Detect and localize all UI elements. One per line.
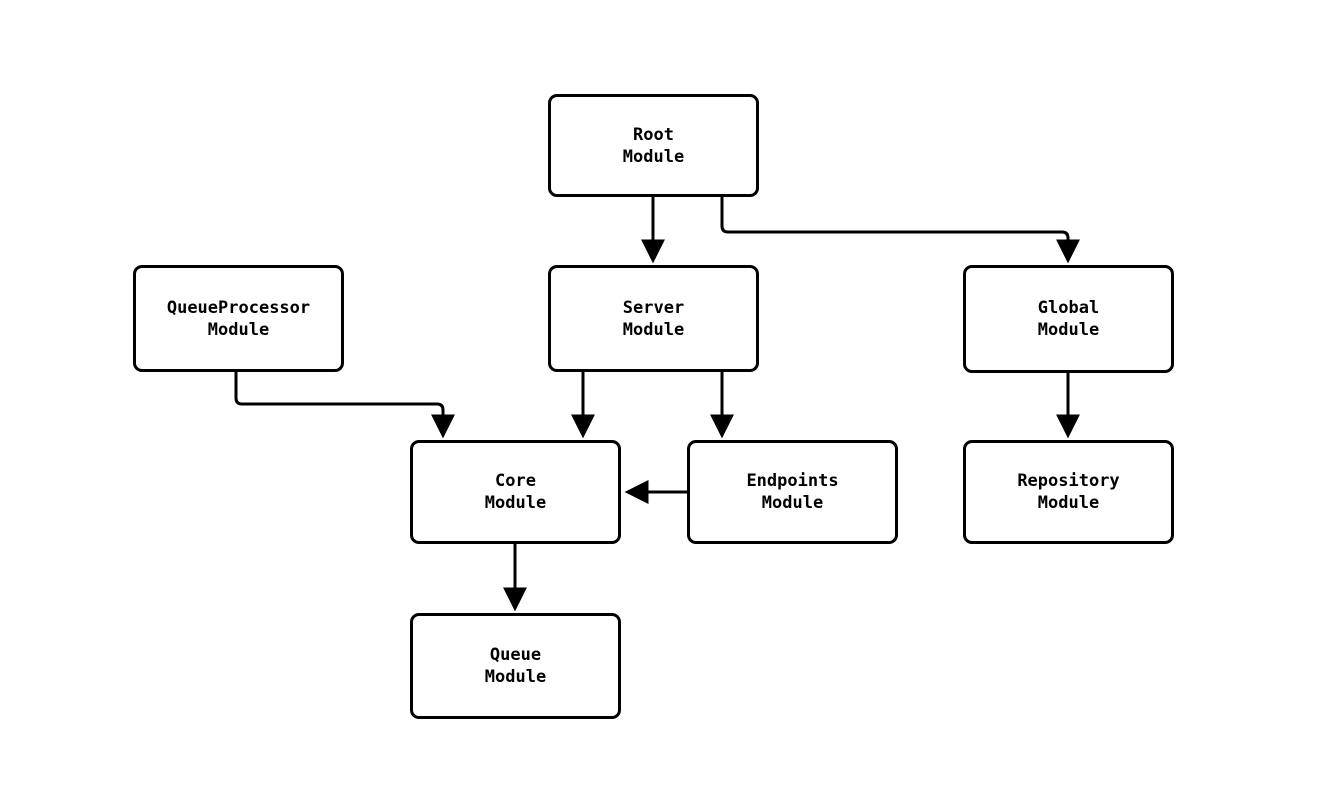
- node-root-suffix: Module: [622, 146, 685, 167]
- node-queueprocessor-name: QueueProcessor: [166, 297, 311, 318]
- edge-root-to-global: [720, 197, 1080, 264]
- node-server-suffix: Module: [622, 319, 685, 340]
- node-repository-name: Repository: [1017, 471, 1120, 491]
- node-global-name: Global: [1037, 298, 1100, 318]
- node-root-name: Root: [633, 124, 674, 145]
- node-queue-name: Queue: [489, 645, 542, 665]
- node-server-name: Server: [622, 297, 685, 318]
- node-endpoints-suffix: Module: [761, 493, 824, 513]
- node-queueprocessor-suffix: Module: [207, 319, 270, 340]
- node-global-suffix: Module: [1037, 320, 1100, 340]
- node-core-suffix: Module: [484, 493, 547, 513]
- node-endpoints-name: Endpoints: [746, 471, 839, 491]
- node-queue-suffix: Module: [484, 667, 547, 687]
- node-core-name: Core: [495, 471, 536, 491]
- node-repository-suffix: Module: [1037, 493, 1100, 513]
- edge-queueprocessor-to-core: [234, 372, 455, 439]
